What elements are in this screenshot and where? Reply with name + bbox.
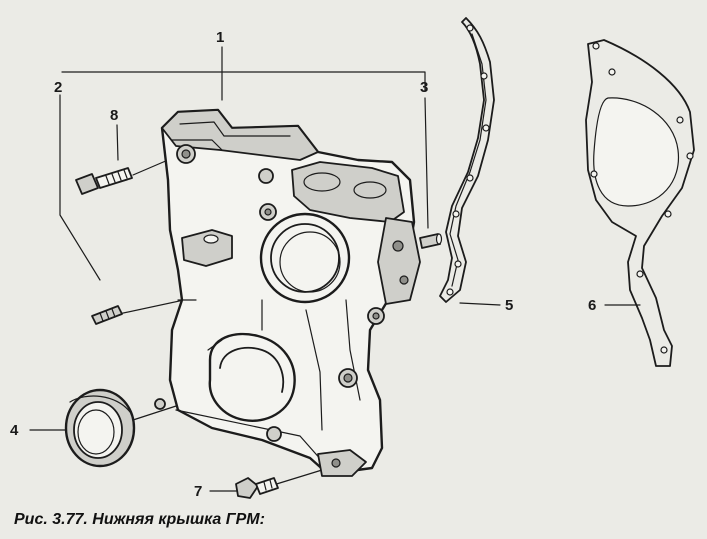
hex-bolt-lower: [235, 477, 279, 499]
callout-4: 4: [10, 422, 19, 439]
dowel-pin: [419, 233, 443, 249]
callout-1: 1: [216, 29, 225, 46]
callout-7: 7: [194, 483, 203, 500]
callout-5: 5: [505, 297, 514, 314]
figure-caption: Рис. 3.77. Нижняя крышка ГРМ:: [14, 511, 265, 528]
crankshaft-oil-seal: [64, 388, 136, 468]
callout-8: 8: [110, 107, 119, 124]
timing-cover-body: [154, 108, 421, 477]
callout-6: 6: [588, 297, 597, 314]
callout-3: 3: [420, 79, 429, 96]
stud-bolt: [91, 305, 123, 325]
gasket-wide: [585, 39, 695, 367]
gasket-narrow: [439, 17, 495, 303]
callout-2: 2: [54, 79, 63, 96]
mounting-bosses: [154, 144, 385, 477]
hex-bolt-upper: [75, 167, 133, 195]
